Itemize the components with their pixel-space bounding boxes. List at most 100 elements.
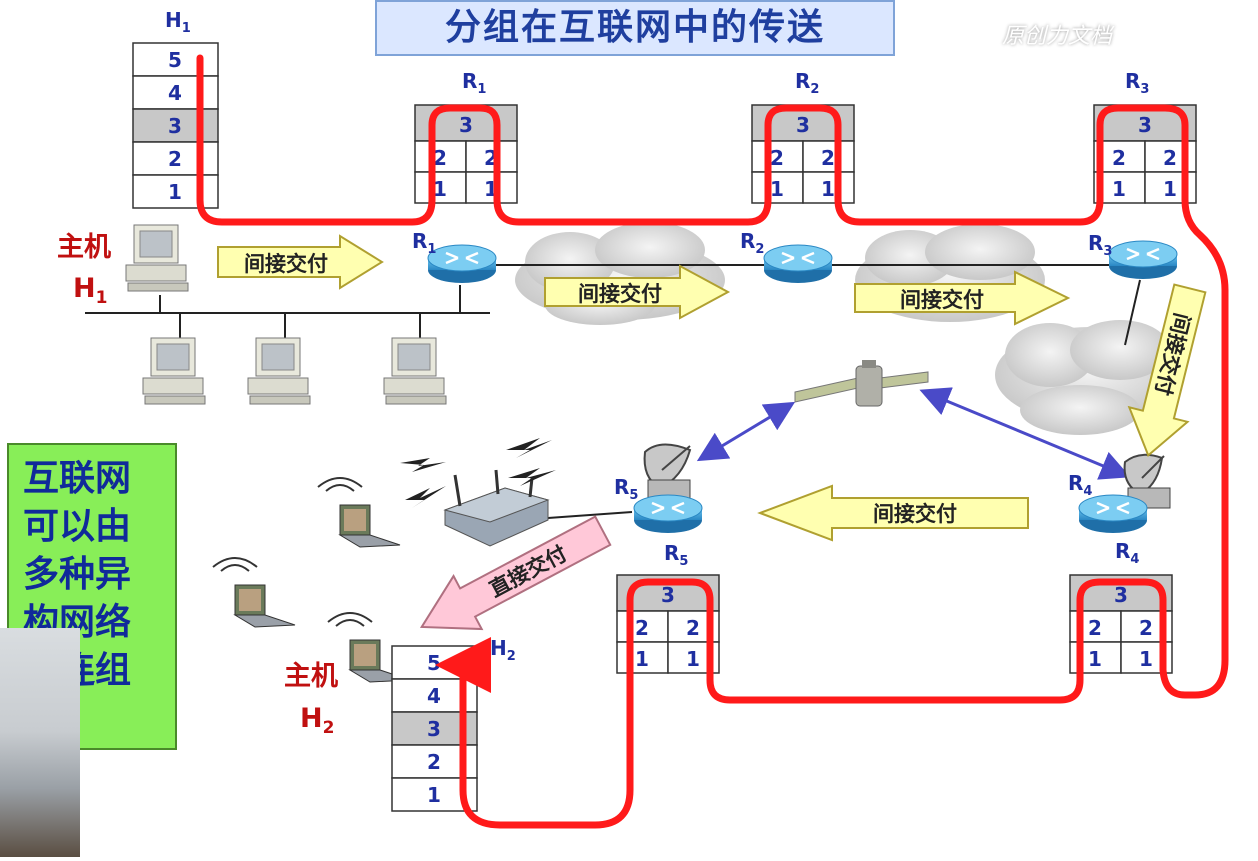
satellite-link-r4: [919, 387, 1131, 480]
indirect-delivery-arrow-1: 间接交付: [217, 234, 384, 290]
indirect-delivery-arrow-2: 间接交付: [544, 264, 731, 320]
r2-router-icon: [763, 244, 833, 283]
layer-number: 1: [427, 783, 441, 807]
layer-cell: [132, 174, 219, 209]
layer-cell: [465, 171, 518, 204]
links: [85, 264, 1141, 519]
h1-stack: 5 4 3 2 1: [132, 42, 219, 209]
r5-stack-label: R5: [664, 541, 688, 569]
satellite-dish-r4-icon: [1123, 453, 1171, 509]
layer-number: 1: [1163, 177, 1177, 201]
satellite-icon: [794, 360, 929, 407]
r1-router-label: R1: [412, 229, 436, 257]
note-line: 互联网: [23, 458, 132, 499]
h1-top-label: H1: [165, 8, 191, 36]
layer-number: 1: [686, 647, 700, 671]
r1-stack-label: R1: [462, 69, 486, 97]
layer-number: 4: [427, 684, 441, 708]
webcam-overlay: [0, 628, 80, 857]
packet-path-line: [196, 54, 1229, 829]
layer-number: 5: [427, 651, 441, 675]
layer-number: 1: [821, 177, 835, 201]
computer-icon: [383, 337, 447, 405]
layer-number: 1: [1088, 647, 1102, 671]
indirect-delivery-label: 间接交付: [900, 288, 984, 312]
layer-cell: [132, 141, 219, 176]
layer-number: 3: [427, 717, 441, 741]
h2-top-label: H2: [490, 636, 516, 664]
indirect-delivery-arrow-4: 间接交付: [1127, 283, 1207, 457]
slide-title: 分组在互联网中的传送: [375, 0, 895, 56]
layer-cell: [132, 108, 219, 143]
note-line: 多种异: [23, 554, 132, 595]
layer-number: 1: [1139, 647, 1153, 671]
layer-number: 3: [661, 583, 675, 607]
layer-number: 3: [1114, 583, 1128, 607]
layer-number: 2: [427, 750, 441, 774]
satellite-dish-r5-icon: [643, 443, 692, 503]
layer-number: 2: [1112, 146, 1126, 170]
computer-icon: [142, 337, 206, 405]
h2-caption-line2: H2: [300, 703, 334, 738]
layer-number: 2: [770, 146, 784, 170]
routers: [427, 240, 1178, 533]
note-line: 可以由: [23, 506, 132, 547]
layer-number: 3: [459, 113, 473, 137]
layer-number: 2: [1088, 616, 1102, 640]
layer-cell: [465, 140, 518, 173]
layer-cell: [616, 610, 669, 643]
h2-caption-line1: 主机: [284, 661, 338, 692]
r4-stack-label: R4: [1115, 539, 1139, 567]
laptop-icon: [212, 557, 296, 628]
layer-number: 1: [1112, 177, 1126, 201]
watermark-logo: 原创力文档: [1002, 24, 1113, 49]
r5-router-icon: [633, 494, 703, 533]
indirect-delivery-arrow-5: 间接交付: [757, 484, 1029, 542]
note-box: 互联网可以由多种异构网络互连组: [7, 443, 177, 750]
laptop-icon: [317, 477, 401, 548]
layer-number: 1: [770, 177, 784, 201]
layer-number: 2: [1163, 146, 1177, 170]
h1-caption-line2: H1: [73, 273, 107, 308]
layer-cell: [802, 171, 855, 204]
layer-cell: [132, 42, 219, 77]
layer-number: 2: [1139, 616, 1153, 640]
layer-number: 4: [168, 81, 182, 105]
computers: [125, 224, 447, 405]
layer-number: 3: [168, 114, 182, 138]
r1-router-icon: [427, 244, 497, 283]
wireless-signal-icon: [400, 438, 556, 508]
indirect-delivery-label: 间接交付: [244, 252, 328, 276]
wireless-router-icon: [443, 469, 550, 547]
h1-caption-line1: 主机: [57, 232, 111, 263]
layer-number: 3: [796, 113, 810, 137]
r3-router-icon: [1108, 240, 1178, 279]
r3-router-label: R3: [1088, 231, 1112, 259]
indirect-delivery-label: 间接交付: [873, 502, 957, 526]
layer-number: 2: [433, 146, 447, 170]
layer-number: 1: [433, 177, 447, 201]
layer-number: 2: [168, 147, 182, 171]
satellite-link-r5: [696, 401, 796, 462]
layer-number: 5: [168, 48, 182, 72]
r4-router-icon: [1078, 494, 1148, 533]
layer-number: 2: [635, 616, 649, 640]
layer-number: 2: [686, 616, 700, 640]
layer-number: 1: [168, 180, 182, 204]
r4-router-label: R4: [1068, 471, 1092, 499]
layer-cell: [414, 171, 467, 204]
layer-number: 2: [821, 146, 835, 170]
indirect-delivery-label: 间接交付: [578, 282, 662, 306]
layer-number: 1: [635, 647, 649, 671]
laptops: [212, 477, 411, 683]
computer-icon: [247, 337, 311, 405]
r2-router-label: R2: [740, 229, 764, 257]
layer-cell: [751, 140, 804, 173]
indirect-delivery-arrow-3: 间接交付: [854, 270, 1071, 326]
r3-stack-label: R3: [1125, 69, 1149, 97]
r2-stack-label: R2: [795, 69, 819, 97]
h1-computer-icon: [125, 224, 189, 292]
